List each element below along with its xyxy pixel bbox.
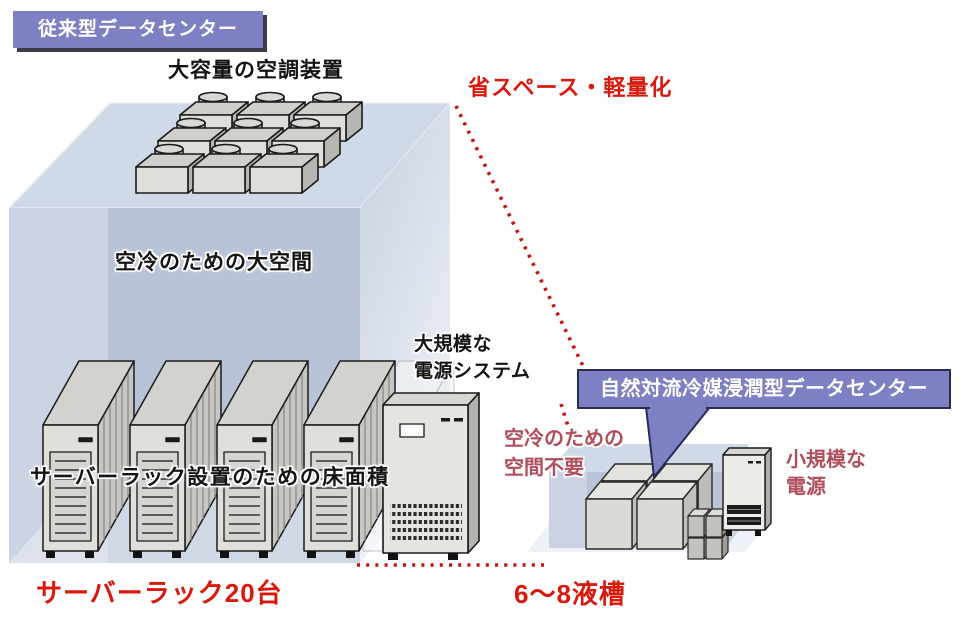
large-power-label-line1: 大規模な (414, 334, 493, 355)
immersion-title: 自然対流冷媒浸潤型データセンター (600, 378, 928, 400)
small-power-line1: 小規模な (786, 449, 866, 471)
small-power-label: 小規模な 電源 (786, 447, 866, 501)
server-rack-count-label: サーバーラック20台 (36, 578, 283, 608)
conventional-title: 従来型データセンター (13, 11, 263, 48)
large-power-label: 大規模な 電源システム (414, 331, 530, 385)
large-power-cabinet (382, 392, 480, 560)
small-room-highlight (549, 472, 587, 548)
air-cooling-space-label: 空冷のための大空間 (115, 251, 313, 274)
cabinet-vent-grille (390, 503, 462, 544)
small-power-cabinet (722, 447, 772, 536)
no-air-space-line2: 空間不要 (504, 457, 584, 479)
ac-equipment-label: 大容量の空調装置 (168, 59, 344, 82)
benefit-label: 省スペース・軽量化 (468, 75, 673, 100)
cabinet-display (399, 423, 425, 438)
small-power-line2: 電源 (786, 476, 826, 498)
no-air-space-label: 空冷のための 空間不要 (504, 425, 624, 483)
callout-box (577, 369, 951, 409)
large-power-label-line2: 電源システム (414, 361, 531, 382)
callout-seam (650, 405, 706, 410)
immersion-title-callout (577, 369, 951, 480)
shrink-dotted-line-top (454, 105, 586, 369)
shrink-dotted-line-mid (559, 403, 575, 443)
no-air-space-line1: 空冷のための (504, 428, 624, 450)
rack-floor-area-label: サーバーラック設置のための床面積 (30, 466, 390, 489)
small-equipment-stack (687, 508, 729, 560)
tank-count-label: 6〜8液槽 (514, 579, 626, 609)
shrink-transition-lines (357, 105, 586, 567)
